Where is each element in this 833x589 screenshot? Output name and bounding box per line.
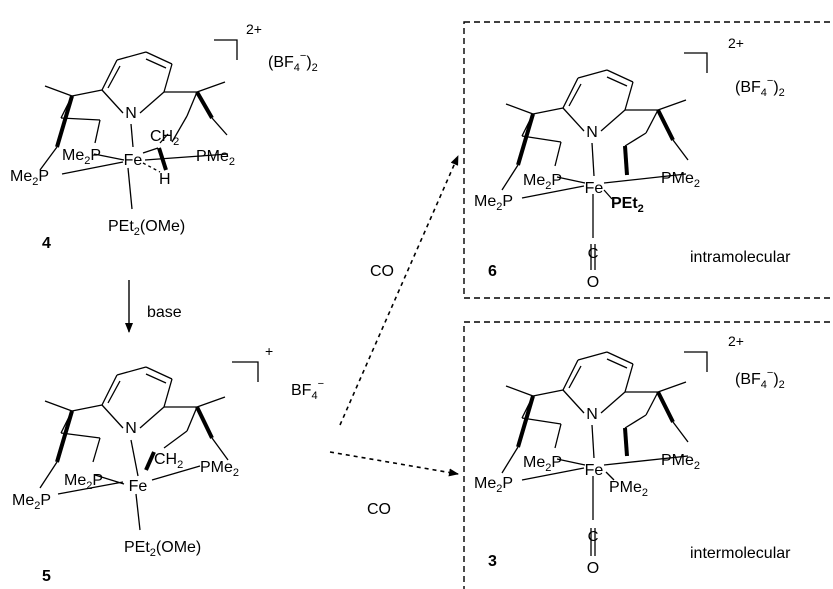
me2p-left-label: Me2P: [10, 168, 49, 188]
pathway-label: intramolecular: [690, 249, 791, 266]
left-arm: [501, 103, 564, 191]
carbonyl-c-label: C: [588, 528, 599, 545]
pet2-label: PEt2: [611, 195, 644, 215]
pyridine-n-label: N: [125, 420, 137, 437]
counterion-label: (BF4−)2: [735, 75, 785, 99]
pme2-right-label: PMe2: [661, 170, 700, 190]
charge-label: +: [265, 343, 273, 359]
compound-number: 4: [42, 235, 51, 252]
me2p-left-label: Me2P: [474, 475, 513, 495]
charge-label: 2+: [728, 333, 744, 349]
compound-number: 6: [488, 263, 497, 280]
left-arm: [39, 85, 103, 171]
charge-bracket: [214, 39, 238, 60]
pme2-right-label: PMe2: [196, 148, 235, 168]
co-label-lower: CO: [367, 501, 391, 518]
right-arm: [623, 99, 689, 176]
left-arm: [501, 385, 564, 474]
counterion-label: BF4−: [291, 378, 324, 402]
fe-n-bond: [130, 123, 134, 148]
intramolecular-box: [463, 21, 833, 299]
carbonyl-o-label: O: [587, 274, 599, 291]
fe-label: Fe: [129, 478, 148, 495]
co-label-upper: CO: [370, 263, 394, 280]
pyridine-ring: [562, 69, 634, 132]
pathway-label: intermolecular: [690, 545, 791, 562]
compound-number: 5: [42, 568, 51, 585]
charge-bracket: [232, 361, 259, 382]
base-label: base: [147, 304, 182, 321]
arrow-intramolecular: CO: [339, 155, 459, 426]
axial-ligand-label: PEt2(OMe): [108, 218, 185, 238]
pyridine-ring: [562, 351, 634, 414]
left-arm: [39, 400, 103, 489]
ch2-label: CH2: [154, 451, 183, 471]
pyridine-n-label: N: [125, 105, 137, 122]
me2p-inner-label: Me2P: [64, 472, 103, 492]
pyridine-ring: [101, 366, 173, 429]
arrow-intermolecular: CO: [329, 451, 459, 518]
pyridine-n-label: N: [586, 406, 598, 423]
me2p-left-label: Me2P: [12, 492, 51, 512]
charge-label: 2+: [728, 35, 744, 51]
counterion-label: (BF4−)2: [735, 367, 785, 391]
carbonyl-c-label: C: [588, 245, 599, 262]
carbonyl-o-label: O: [587, 560, 599, 577]
fe-label: Fe: [585, 462, 604, 479]
pme2-eq-label: PMe2: [609, 479, 648, 499]
pme2-right-label: PMe2: [661, 452, 700, 472]
pyridine-ring: [101, 51, 173, 114]
pyridine-n-label: N: [586, 124, 598, 141]
ch2-label: CH2: [150, 128, 179, 148]
me2p-inner-label: Me2P: [523, 454, 562, 474]
pme2-right-label: PMe2: [200, 459, 239, 479]
intermolecular-box: [463, 321, 833, 589]
compound-number: 3: [488, 553, 497, 570]
agostic-h-label: H: [159, 171, 171, 188]
compound-4: N Fe Me2P Me2P PMe2 CH2: [10, 21, 318, 252]
right-arm: [164, 81, 228, 143]
right-arm: [623, 381, 689, 457]
charge-label: 2+: [246, 21, 262, 37]
me2p-inner-label: Me2P: [523, 172, 562, 192]
compound-5: N Fe Me2P Me2P PMe2 CH2 PEt2(OMe): [12, 343, 324, 585]
right-arm: [163, 396, 229, 461]
arrow-base: base: [125, 280, 182, 333]
charge-bracket: [684, 52, 708, 73]
me2p-inner-label: Me2P: [62, 147, 101, 167]
compound-6: N Fe Me2P Me2P PMe2 PE: [474, 35, 791, 291]
compound-3: N Fe Me2P Me2P PMe2 PM: [474, 333, 791, 577]
axial-ligand-label: PEt2(OMe): [124, 539, 201, 559]
counterion-label: (BF4−)2: [268, 50, 318, 74]
me2p-left-label: Me2P: [474, 193, 513, 213]
charge-bracket: [684, 351, 708, 372]
fe-label: Fe: [585, 180, 604, 197]
fe-label: Fe: [124, 152, 143, 169]
